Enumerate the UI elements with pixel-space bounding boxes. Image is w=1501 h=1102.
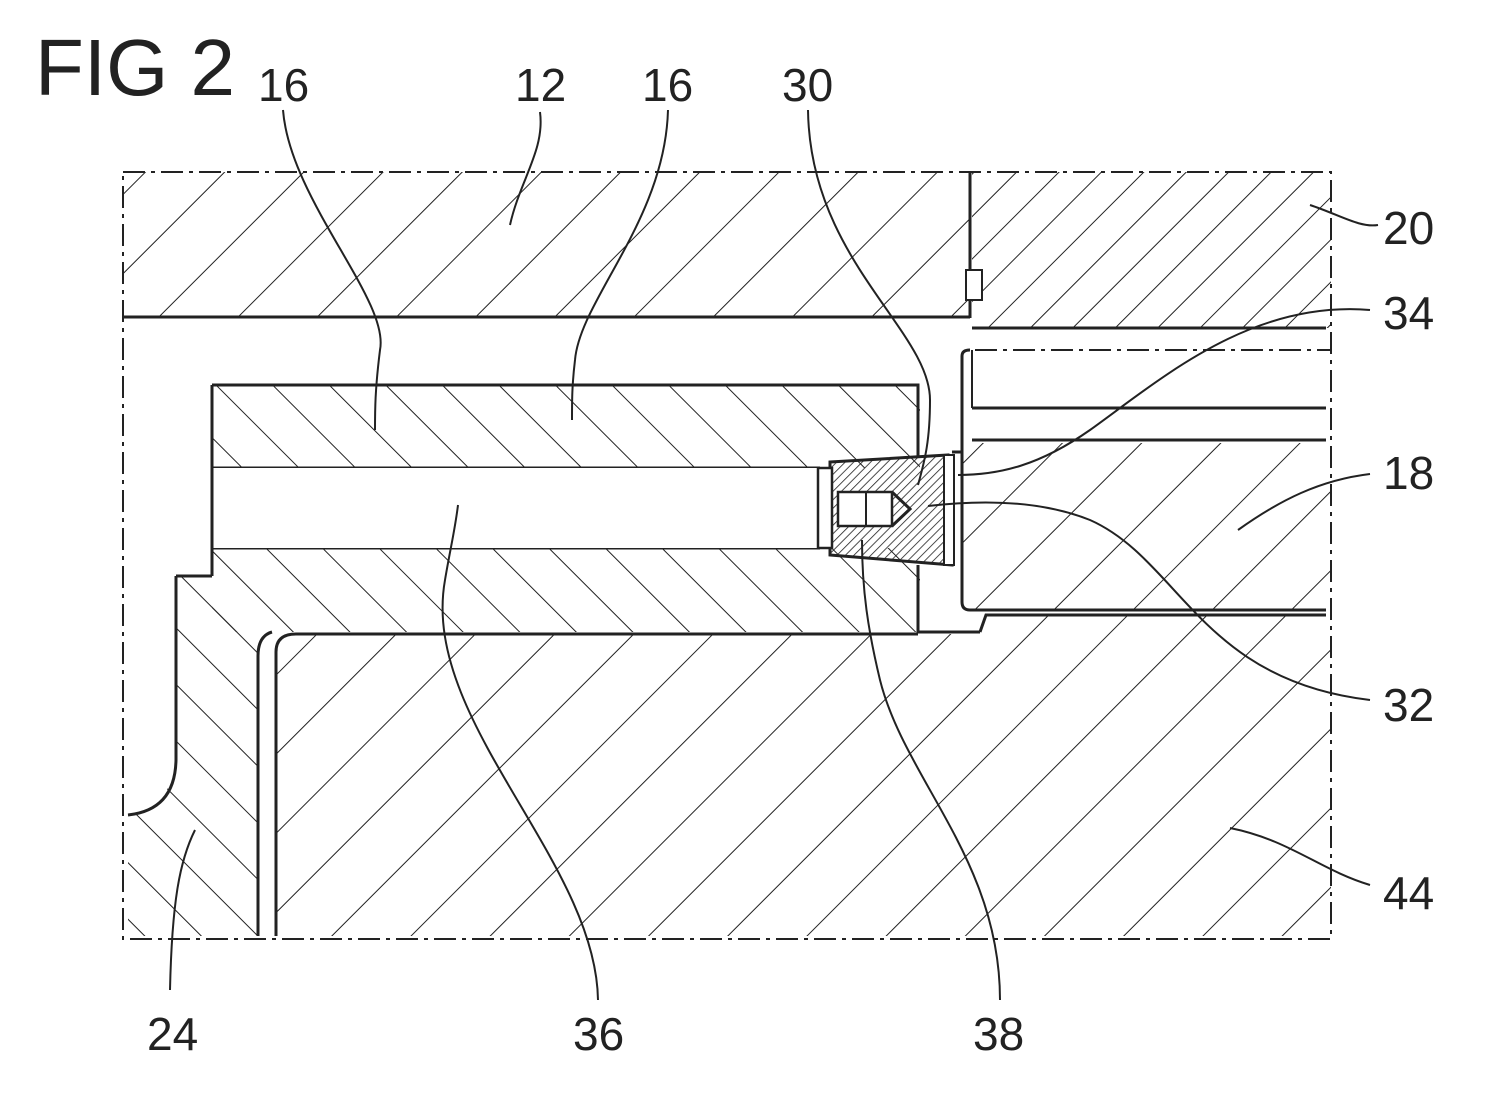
label-20: 20 <box>1383 202 1434 254</box>
figure-title: FIG 2 <box>35 23 235 112</box>
label-34: 34 <box>1383 287 1434 339</box>
part-12-upper-housing <box>123 172 970 318</box>
part-20-upper-right <box>966 172 1331 328</box>
part-44-base-body <box>276 615 1331 936</box>
bore-36 <box>212 468 820 548</box>
label-44: 44 <box>1383 867 1434 919</box>
label-32: 32 <box>1383 679 1434 731</box>
part-18-right-lower <box>952 440 1331 610</box>
label-16-right: 16 <box>642 59 693 111</box>
label-24: 24 <box>147 1008 198 1060</box>
label-36: 36 <box>573 1008 624 1060</box>
part-30-plug <box>818 455 954 565</box>
label-12: 12 <box>515 59 566 111</box>
passage-channel <box>962 350 1326 440</box>
label-38: 38 <box>973 1008 1024 1060</box>
part-16-sleeve-upper <box>212 385 920 468</box>
label-16-left: 16 <box>258 59 309 111</box>
label-30: 30 <box>782 59 833 111</box>
label-18: 18 <box>1383 447 1434 499</box>
